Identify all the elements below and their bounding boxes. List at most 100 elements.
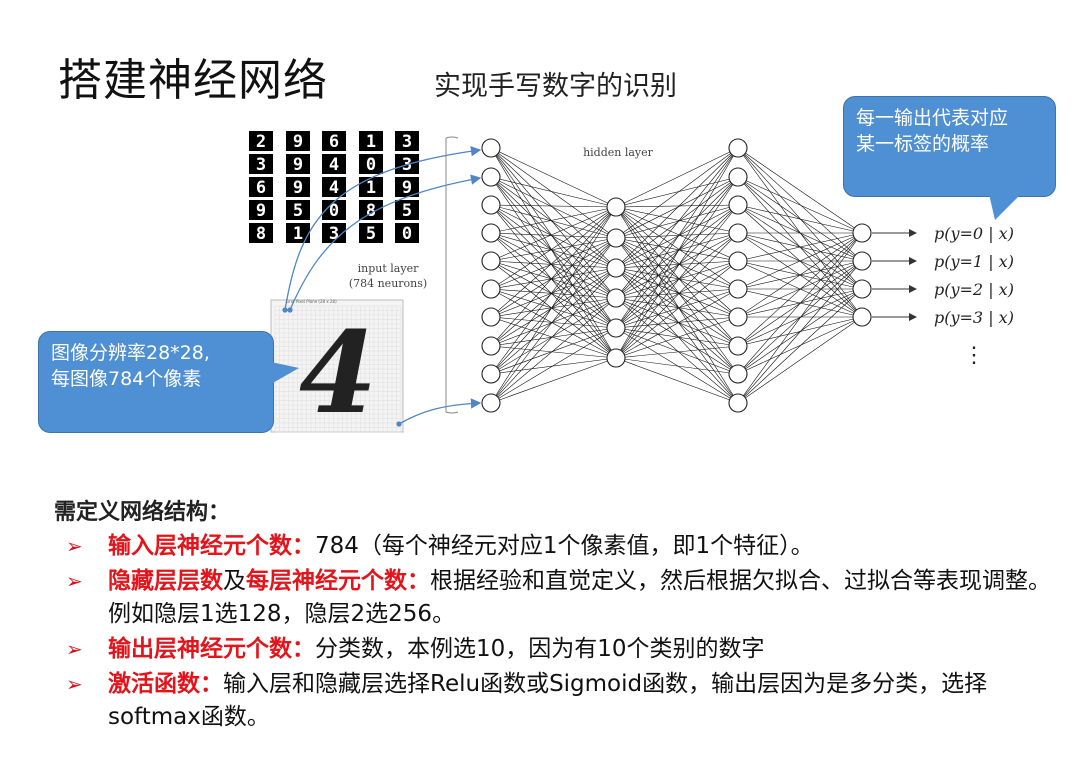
digit-tile-label: 1: [293, 224, 303, 244]
digit-tile: [359, 177, 383, 197]
connection: [490, 237, 617, 290]
mapping-arrow-origin: [396, 421, 402, 427]
digit-tile-label: 2: [256, 132, 266, 152]
connection: [490, 204, 617, 359]
bullet-arrow-icon: ➢: [66, 534, 83, 558]
connection: [490, 345, 617, 359]
connection: [615, 204, 739, 269]
digit-tile-label: 9: [293, 155, 303, 175]
connection: [490, 327, 617, 375]
connection: [615, 176, 739, 208]
digit-tile-label: 5: [366, 224, 376, 244]
connection: [615, 147, 739, 359]
connection: [737, 232, 863, 318]
neuron: [606, 318, 626, 338]
input-layer-label: input layer: [358, 262, 419, 275]
connection: [615, 297, 739, 404]
callout-pointer: [989, 194, 1021, 220]
connection: [615, 204, 739, 359]
digit-tile-label: 6: [329, 132, 339, 152]
connection: [615, 206, 739, 262]
connection: [490, 288, 617, 299]
connection: [615, 267, 739, 404]
section-title: 需定义网络结构：: [54, 500, 231, 525]
input-mapping-arrows: [282, 146, 482, 427]
connection: [490, 204, 617, 239]
connection: [615, 206, 739, 347]
neuron: [481, 393, 501, 413]
connection: [737, 232, 863, 262]
digit-tile-label: 8: [366, 201, 376, 221]
connection: [615, 345, 739, 359]
digit-tile: [322, 131, 346, 151]
connection: [490, 357, 617, 375]
connection: [615, 176, 739, 269]
digit-tile-label: 0: [402, 224, 412, 244]
bullet-text: 及: [223, 568, 246, 594]
connection: [490, 204, 617, 299]
neuron: [481, 195, 501, 215]
connection: [490, 267, 617, 347]
neuron: [606, 228, 626, 248]
mapping-arrow: [284, 146, 482, 311]
connection: [615, 357, 739, 404]
connection: [737, 176, 863, 234]
input-layer-neurons-label: (784 neurons): [349, 277, 427, 290]
connection: [490, 176, 617, 329]
neuron: [852, 307, 872, 327]
connection: [490, 206, 617, 404]
connection: [490, 147, 617, 208]
connection: [737, 316, 863, 404]
connection: [490, 357, 617, 404]
digit-tile: [249, 154, 273, 174]
neuron: [728, 393, 748, 413]
neuron: [606, 288, 626, 308]
connection: [490, 176, 617, 269]
connection: [615, 147, 739, 239]
digit-tile: [322, 154, 346, 174]
connection: [615, 147, 739, 329]
connection: [615, 260, 739, 329]
connection: [490, 327, 617, 347]
network-connections: [490, 147, 863, 404]
digit-tile: [286, 177, 310, 197]
neuron: [481, 364, 501, 384]
digit-tile-label: 9: [293, 132, 303, 152]
network-neurons: [481, 138, 872, 413]
digit-tile: [322, 177, 346, 197]
output-probability-callout: 每一输出代表对应 某一标签的概率: [843, 96, 1056, 220]
connection: [737, 288, 863, 318]
digit-tile-label: 9: [293, 178, 303, 198]
callout-line: 每图像784个像素: [51, 368, 202, 390]
mapping-arrow: [289, 174, 482, 311]
digit-tile-label: 4: [329, 155, 339, 175]
callout-line: 每一输出代表对应: [856, 107, 1009, 129]
connection: [615, 297, 739, 318]
connection: [490, 147, 617, 239]
neuron: [728, 223, 748, 243]
output-label: p(y=2 | x): [934, 280, 1014, 299]
neuron: [728, 307, 748, 327]
neuron: [481, 223, 501, 243]
digit-tile-label: 9: [256, 201, 266, 221]
connection: [490, 206, 617, 262]
neuron: [606, 348, 626, 368]
connection: [737, 232, 863, 404]
neuron: [852, 223, 872, 243]
digit-tile: [322, 223, 346, 243]
connection: [615, 316, 739, 329]
bullet-highlight: 激活函数：: [108, 671, 223, 697]
digit-tile: [395, 131, 419, 151]
output-label: p(y=1 | x): [934, 252, 1014, 271]
digit-tile-label: 9: [402, 178, 412, 198]
connection: [490, 297, 617, 318]
connection: [737, 288, 863, 375]
connection: [615, 147, 739, 208]
output-label: p(y=3 | x): [934, 308, 1014, 327]
list-item: ➢ 激活函数：输入层和隐藏层选择Relu函数或Sigmoid函数，输出层因为是多…: [66, 668, 1066, 734]
page-subtitle: 实现手写数字的识别: [434, 71, 677, 102]
digit-tile-label: 3: [402, 132, 412, 152]
digit-tile: [395, 223, 419, 243]
connection: [490, 237, 617, 262]
mapping-arrow: [398, 398, 482, 425]
